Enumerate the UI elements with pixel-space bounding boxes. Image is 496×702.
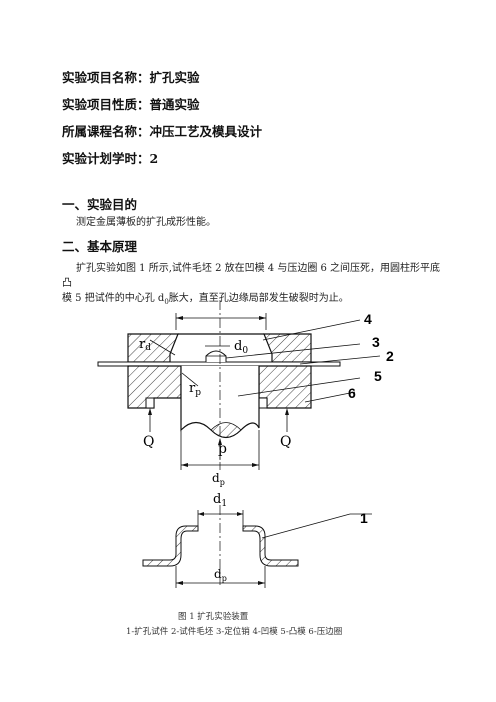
figure-caption: 图 1 扩孔实验装置 bbox=[178, 612, 249, 622]
section-purpose-text: 测定金属薄板的扩孔成形性能。 bbox=[76, 217, 216, 228]
svg-text:rd: rd bbox=[139, 337, 151, 353]
label-rd: r bbox=[139, 337, 146, 352]
label-dp-sub: p bbox=[220, 478, 225, 487]
label-dp-lower: d bbox=[214, 567, 222, 581]
label-d0-sub: 0 bbox=[242, 346, 248, 356]
label-rd-sub: d bbox=[145, 343, 151, 353]
principle-line-1: 扩孔实验如图 1 所示,试件毛坯 2 放在凹模 4 与压边圈 6 之间压死，用圆… bbox=[62, 263, 441, 289]
svg-text:dp: dp bbox=[212, 471, 225, 487]
label-dp-lower-sub: p bbox=[222, 574, 227, 583]
label-3: 3 bbox=[372, 334, 380, 350]
label-5: 5 bbox=[374, 368, 382, 384]
figure-legend: 1-扩孔试件 2-试件毛坯 3-定位销 4-凹模 5-凸模 6-压边圈 bbox=[126, 627, 343, 637]
label-p: p bbox=[218, 441, 227, 457]
pilot-pin bbox=[205, 350, 227, 362]
section-principle-text: 扩孔实验如图 1 所示,试件毛坯 2 放在凹模 4 与压边圈 6 之间压死，用圆… bbox=[62, 261, 442, 310]
label-q-right: Q bbox=[280, 434, 291, 450]
expanded-test-piece bbox=[142, 525, 199, 567]
meta-planned-hours: 实验计划学时：2 bbox=[62, 151, 159, 166]
meta-project-name: 实验项目名称：扩孔实验 bbox=[62, 70, 200, 85]
label-d1: d bbox=[213, 492, 221, 507]
label-1: 1 bbox=[360, 510, 368, 526]
label-6: 6 bbox=[348, 385, 356, 401]
label-rp-sub: p bbox=[195, 388, 201, 398]
label-4: 4 bbox=[364, 311, 372, 327]
label-q-left: Q bbox=[143, 434, 154, 450]
section-purpose-title: 一、实验目的 bbox=[62, 197, 138, 212]
label-d1-sub: 1 bbox=[221, 499, 227, 509]
svg-text:rp: rp bbox=[189, 381, 201, 398]
label-2: 2 bbox=[386, 348, 394, 364]
label-d0: d bbox=[234, 339, 242, 354]
upper-die-left bbox=[127, 333, 179, 363]
svg-text:dp: dp bbox=[214, 567, 227, 583]
svg-text:d1: d1 bbox=[213, 492, 227, 509]
meta-course-name: 所属课程名称：冲压工艺及模具设计 bbox=[62, 124, 263, 139]
svg-text:d0: d0 bbox=[234, 339, 248, 356]
section-principle-title: 二、基本原理 bbox=[62, 239, 138, 254]
meta-project-nature: 实验项目性质：普通实验 bbox=[62, 97, 200, 112]
label-rp: r bbox=[189, 381, 196, 396]
label-dp: d bbox=[212, 471, 220, 485]
principle-line-2: 模 5 把试件的中心孔 d0胀大，直至孔边缘局部发生破裂时为止。 bbox=[62, 293, 349, 306]
